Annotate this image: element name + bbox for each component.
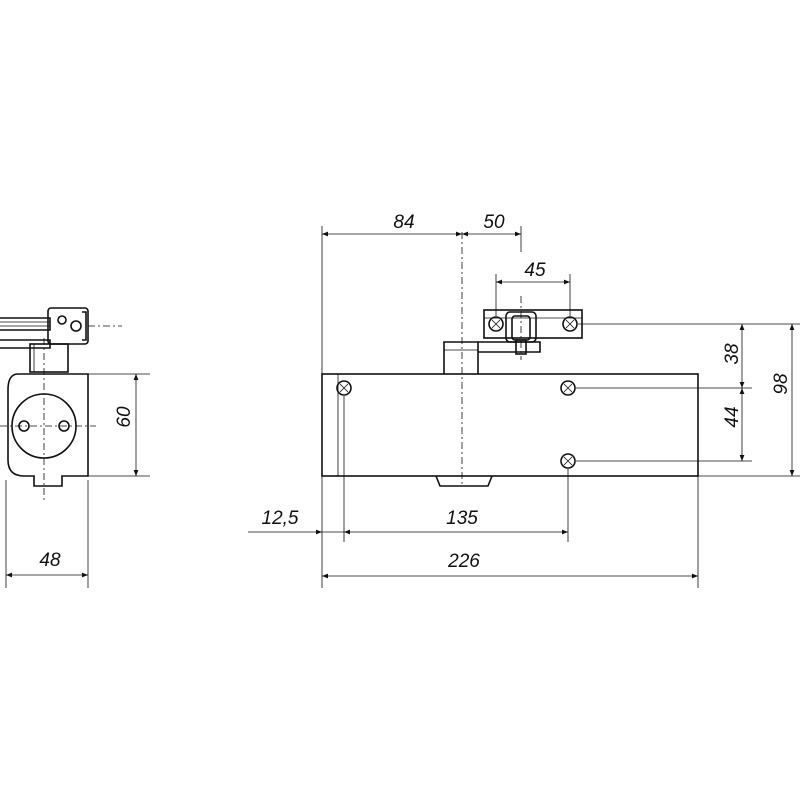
front-spindle — [443, 341, 479, 374]
dim-label-84: 84 — [393, 212, 414, 233]
dim-label-50: 50 — [483, 212, 505, 233]
side-bracket-screw — [57, 315, 67, 325]
screw-icon — [336, 380, 352, 396]
screw-icon — [488, 316, 504, 332]
dim-label-135: 135 — [446, 508, 478, 529]
front-view: 84 50 45 38 44 98 12,5 135 226 — [248, 212, 800, 588]
dim-label-226: 226 — [447, 551, 480, 572]
front-bottom-boss — [435, 475, 493, 487]
side-arm-top — [0, 317, 51, 331]
side-bracket — [47, 307, 89, 345]
front-body — [321, 373, 699, 477]
front-bracket — [483, 309, 583, 339]
front-arm — [478, 341, 541, 353]
side-view: 60 48 — [0, 307, 150, 588]
dim-label-38: 38 — [722, 343, 743, 365]
side-spindle — [29, 343, 69, 373]
screw-icon — [560, 453, 576, 469]
dim-label-48: 48 — [39, 550, 61, 571]
screw-icon — [562, 316, 578, 332]
dim-label-60: 60 — [114, 406, 135, 428]
dim-label-12-5: 12,5 — [262, 508, 299, 529]
dim-label-98: 98 — [771, 373, 792, 395]
screw-icon — [560, 380, 576, 396]
side-body — [7, 373, 89, 487]
side-bracket-nut — [70, 320, 82, 332]
side-body-hole-right — [58, 420, 70, 432]
dim-label-44: 44 — [722, 406, 743, 427]
dim-label-45: 45 — [524, 260, 546, 281]
